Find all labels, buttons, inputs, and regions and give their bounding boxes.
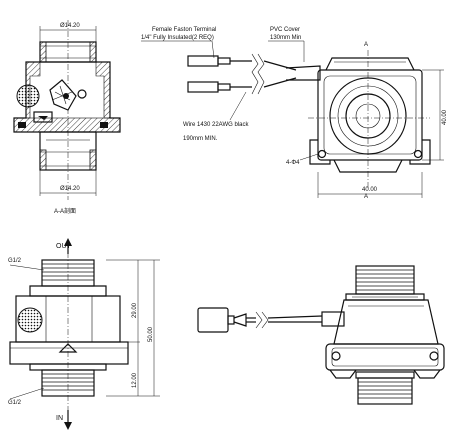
mount-hole-left	[317, 149, 327, 159]
o-ring-left	[18, 122, 26, 128]
in-label: IN	[56, 415, 63, 422]
outer-ring	[329, 77, 407, 155]
wiring-view: Female Faston Terminal 1/4" Fully Insula…	[141, 27, 321, 142]
thread-top-label: G1/2	[8, 258, 22, 264]
top-view: A A 4-Φ4 40.00 40.00	[286, 42, 448, 200]
bottom-diameter-label: Ø14.20	[60, 186, 80, 192]
pvc-cover	[285, 65, 321, 81]
section-view: Ø14.20 Ø14.20	[13, 20, 121, 215]
inner-ring	[345, 93, 391, 139]
out-arrow-icon	[64, 238, 72, 246]
in-arrow-icon	[64, 422, 72, 430]
top-tab	[325, 57, 415, 71]
persp-bottom-thread	[357, 377, 413, 405]
rotor-window	[17, 307, 43, 333]
o-ring-right	[100, 122, 108, 128]
out-label: OUT	[56, 243, 72, 250]
height-dim-label: 40.00	[442, 109, 448, 125]
dim-total-label: 50.00	[148, 326, 154, 342]
hall-sensor	[33, 111, 53, 123]
thread-bottom-label: G1/2	[8, 400, 22, 406]
top-diameter-label: Ø14.20	[60, 23, 80, 29]
faston-terminal-1	[187, 55, 219, 67]
section-marker-top: A	[364, 42, 368, 48]
bottom-tab	[333, 159, 403, 173]
bottom-thread	[41, 369, 95, 397]
perspective-view	[197, 265, 445, 405]
side-view: OUT G1/2	[8, 238, 160, 430]
pvc-label-1: PVC Cover	[270, 27, 300, 33]
faston-terminal-2	[187, 81, 219, 93]
cable-gland	[321, 311, 345, 327]
terminal-label-1: Female Faston Terminal	[152, 27, 216, 33]
rotor-magnet	[16, 84, 40, 108]
connector-plug	[197, 307, 229, 333]
wire-label-2: 190mm MIN.	[183, 136, 218, 142]
wire-label-1: Wire 1430 22AWG black	[183, 122, 249, 128]
terminal-label-2: 1/4" Fully Insulated(2 REQ)	[141, 35, 214, 41]
persp-body	[333, 299, 439, 345]
ear-left	[309, 139, 331, 165]
ear-right	[409, 139, 431, 165]
persp-base	[325, 343, 445, 371]
pvc-label-2: 130mm Min	[270, 35, 301, 41]
mount-hole-right	[413, 149, 423, 159]
section-marker-bottom: A	[364, 194, 368, 200]
dim-upper-label: 29.00	[132, 302, 138, 318]
hole-label: 4-Φ4	[286, 160, 300, 166]
dim-lower-label: 12.00	[132, 372, 138, 388]
width-dim-label: 40.00	[362, 187, 378, 193]
section-caption: A-A剖面	[54, 207, 76, 215]
top-plate	[317, 69, 423, 161]
